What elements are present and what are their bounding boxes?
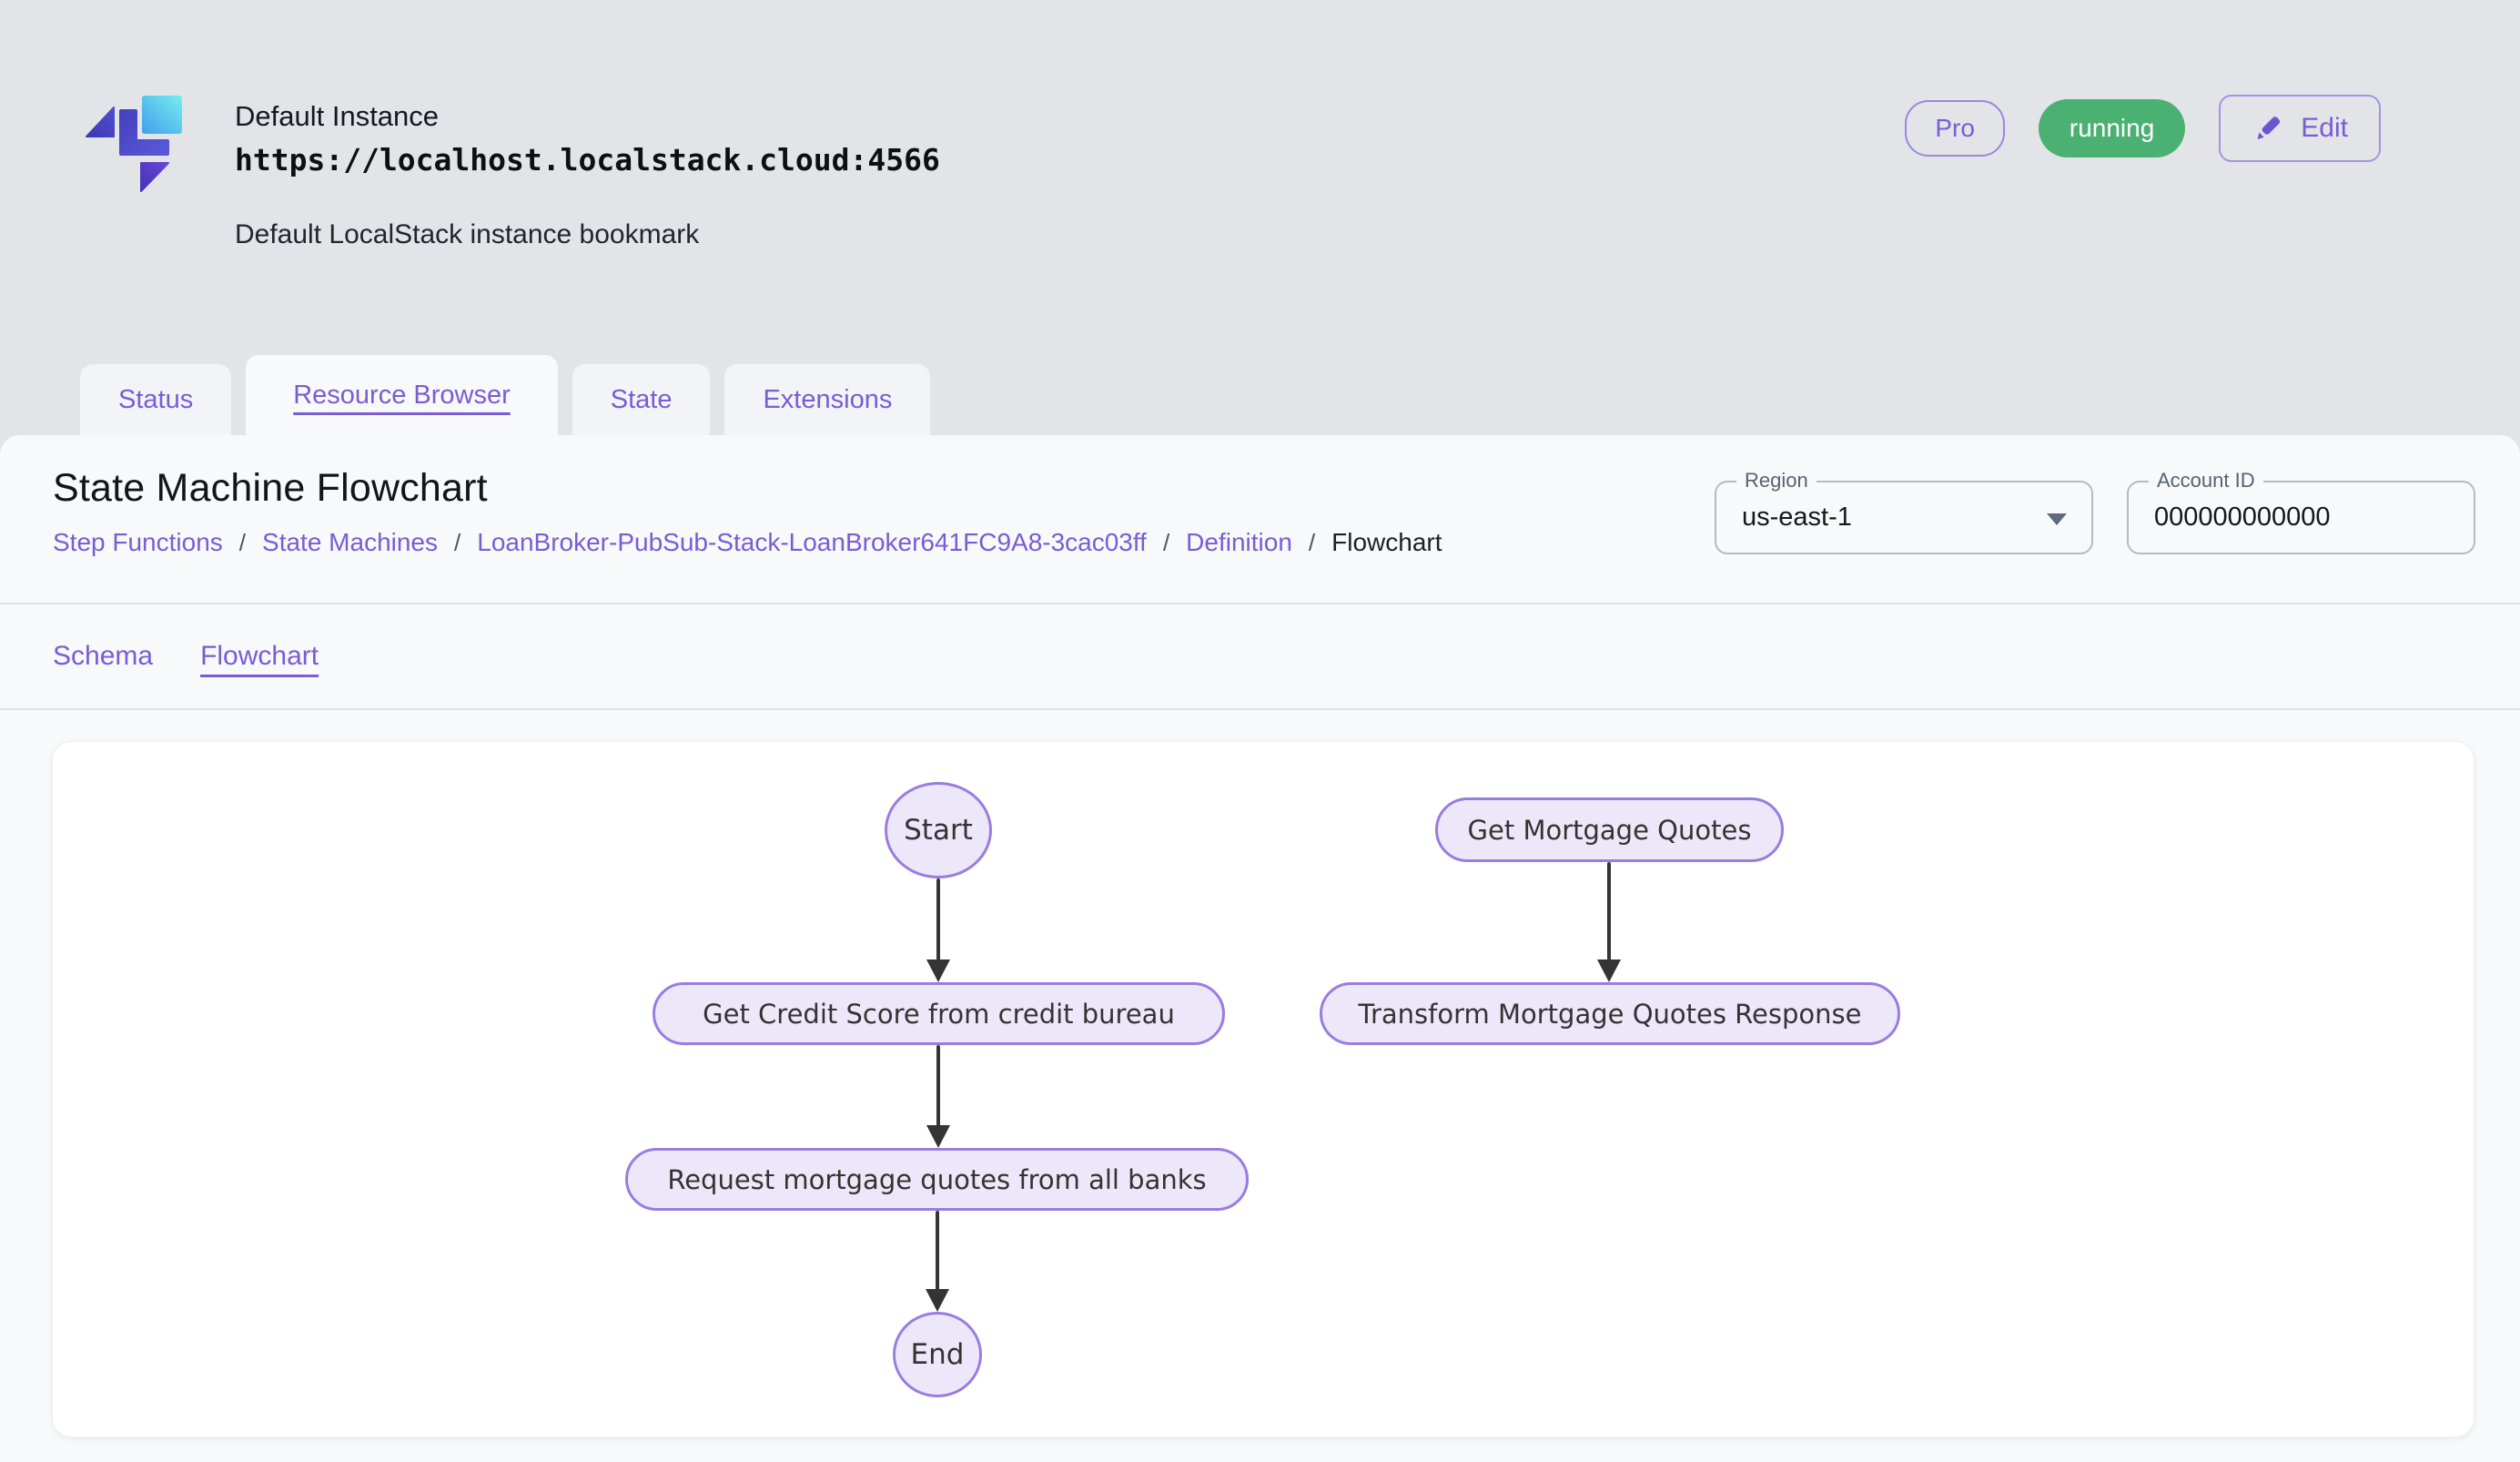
flow-arrowhead-icon	[926, 959, 950, 982]
page-header: State Machine Flowchart Step Functions /…	[0, 435, 2520, 603]
flow-arrowhead-icon	[926, 1125, 950, 1148]
flow-edge-quotes-to-transform	[1607, 862, 1611, 960]
instance-url: https://localhost.localstack.cloud:4566	[235, 142, 940, 178]
flow-node-end: End	[893, 1312, 982, 1397]
flow-node-get-credit-score: Get Credit Score from credit bureau	[653, 982, 1225, 1045]
flow-edge-start-to-credit	[936, 878, 940, 960]
instance-subtitle: Default LocalStack instance bookmark	[235, 219, 700, 249]
account-id-input[interactable]	[2154, 482, 2448, 553]
subtab-flowchart[interactable]: Flowchart	[200, 641, 319, 671]
edit-button[interactable]: Edit	[2219, 95, 2381, 162]
running-status-badge: running	[2038, 99, 2186, 157]
instance-tabs: Status Resource Browser State Extensions	[80, 355, 931, 435]
breadcrumb-state-machine-name[interactable]: LoanBroker-PubSub-Stack-LoanBroker641FC9…	[477, 528, 1147, 556]
flow-arrowhead-icon	[926, 1289, 949, 1312]
edit-button-label: Edit	[2301, 113, 2348, 143]
pencil-icon	[2257, 117, 2281, 139]
pro-badge: Pro	[1905, 100, 2005, 157]
localstack-logo-icon	[86, 96, 182, 192]
breadcrumb-step-functions[interactable]: Step Functions	[53, 528, 223, 556]
breadcrumb: Step Functions / State Machines / LoanBr…	[53, 528, 1442, 557]
instance-title: Default Instance	[235, 100, 440, 132]
breadcrumb-separator: /	[238, 528, 247, 556]
account-id-label: Account ID	[2149, 469, 2263, 493]
breadcrumb-separator: /	[454, 528, 461, 556]
breadcrumb-separator: /	[1308, 528, 1316, 556]
flow-arrowhead-icon	[1597, 959, 1621, 982]
dropdown-caret-icon[interactable]	[2047, 513, 2067, 525]
region-select-label: Region	[1736, 469, 1817, 493]
breadcrumb-separator: /	[1162, 528, 1170, 556]
header-actions: Pro running Edit	[1905, 95, 2381, 162]
subtab-schema[interactable]: Schema	[53, 641, 154, 671]
section-divider	[0, 603, 2520, 604]
region-select[interactable]: Region us-east-1	[1715, 469, 2093, 554]
account-id-field: Account ID	[2127, 469, 2475, 554]
breadcrumb-flowchart: Flowchart	[1331, 528, 1442, 556]
flow-node-get-mortgage-quotes: Get Mortgage Quotes	[1435, 797, 1784, 862]
flow-node-transform-quotes-response: Transform Mortgage Quotes Response	[1320, 982, 1900, 1045]
tab-extensions[interactable]: Extensions	[724, 364, 931, 435]
flow-node-start: Start	[885, 782, 992, 878]
content-panel: State Machine Flowchart Step Functions /…	[0, 435, 2520, 1462]
region-select-value: us-east-1	[1742, 503, 1852, 532]
tab-resource-browser[interactable]: Resource Browser	[246, 355, 558, 435]
page-title: State Machine Flowchart	[53, 466, 488, 510]
definition-subtabs: Schema Flowchart	[0, 604, 2520, 708]
flow-node-request-quotes: Request mortgage quotes from all banks	[625, 1148, 1249, 1211]
flow-edge-credit-to-request	[936, 1045, 940, 1127]
flowchart-card: Start Get Mortgage Quotes Get Credit Sco…	[53, 742, 2474, 1437]
scope-fields: Region us-east-1 Account ID	[1715, 469, 2475, 554]
tab-status[interactable]: Status	[80, 364, 232, 435]
breadcrumb-definition[interactable]: Definition	[1186, 528, 1292, 556]
breadcrumb-state-machines[interactable]: State Machines	[262, 528, 439, 556]
tab-state[interactable]: State	[572, 364, 711, 435]
flow-edge-request-to-end	[936, 1211, 939, 1291]
section-divider	[0, 708, 2520, 710]
